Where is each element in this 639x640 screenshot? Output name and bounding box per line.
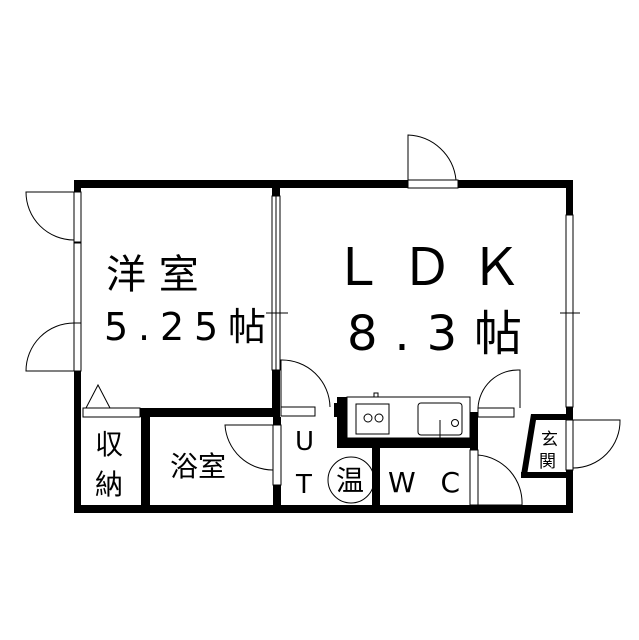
left-window-upper xyxy=(25,191,82,243)
utility-label-2: T xyxy=(295,470,312,500)
water-heater-label: 温 xyxy=(336,464,364,497)
stove xyxy=(355,403,390,435)
left-window-lower xyxy=(25,242,82,372)
closet-label-1: 収 xyxy=(95,428,123,461)
closet-label-2: 納 xyxy=(95,468,123,501)
top-door xyxy=(407,134,459,189)
entrance-label-2: 関 xyxy=(539,452,556,472)
western-room-name: 洋 室 xyxy=(106,252,199,298)
utility-label-1: U xyxy=(295,427,314,457)
divider-wall xyxy=(266,188,288,417)
entrance-label-1: 玄 xyxy=(541,430,558,450)
ldk-size: 8.3帖 xyxy=(347,306,522,362)
right-window xyxy=(565,214,574,408)
ldk-name: ＬＤＫ xyxy=(332,238,522,298)
kitchen-counter xyxy=(337,392,477,448)
bathroom-label: 浴室 xyxy=(170,450,226,483)
water-heater xyxy=(327,456,375,504)
entrance-area xyxy=(521,414,621,478)
toilet-label: WC xyxy=(388,466,460,499)
western-room-size: 5.25帖 xyxy=(104,305,266,349)
